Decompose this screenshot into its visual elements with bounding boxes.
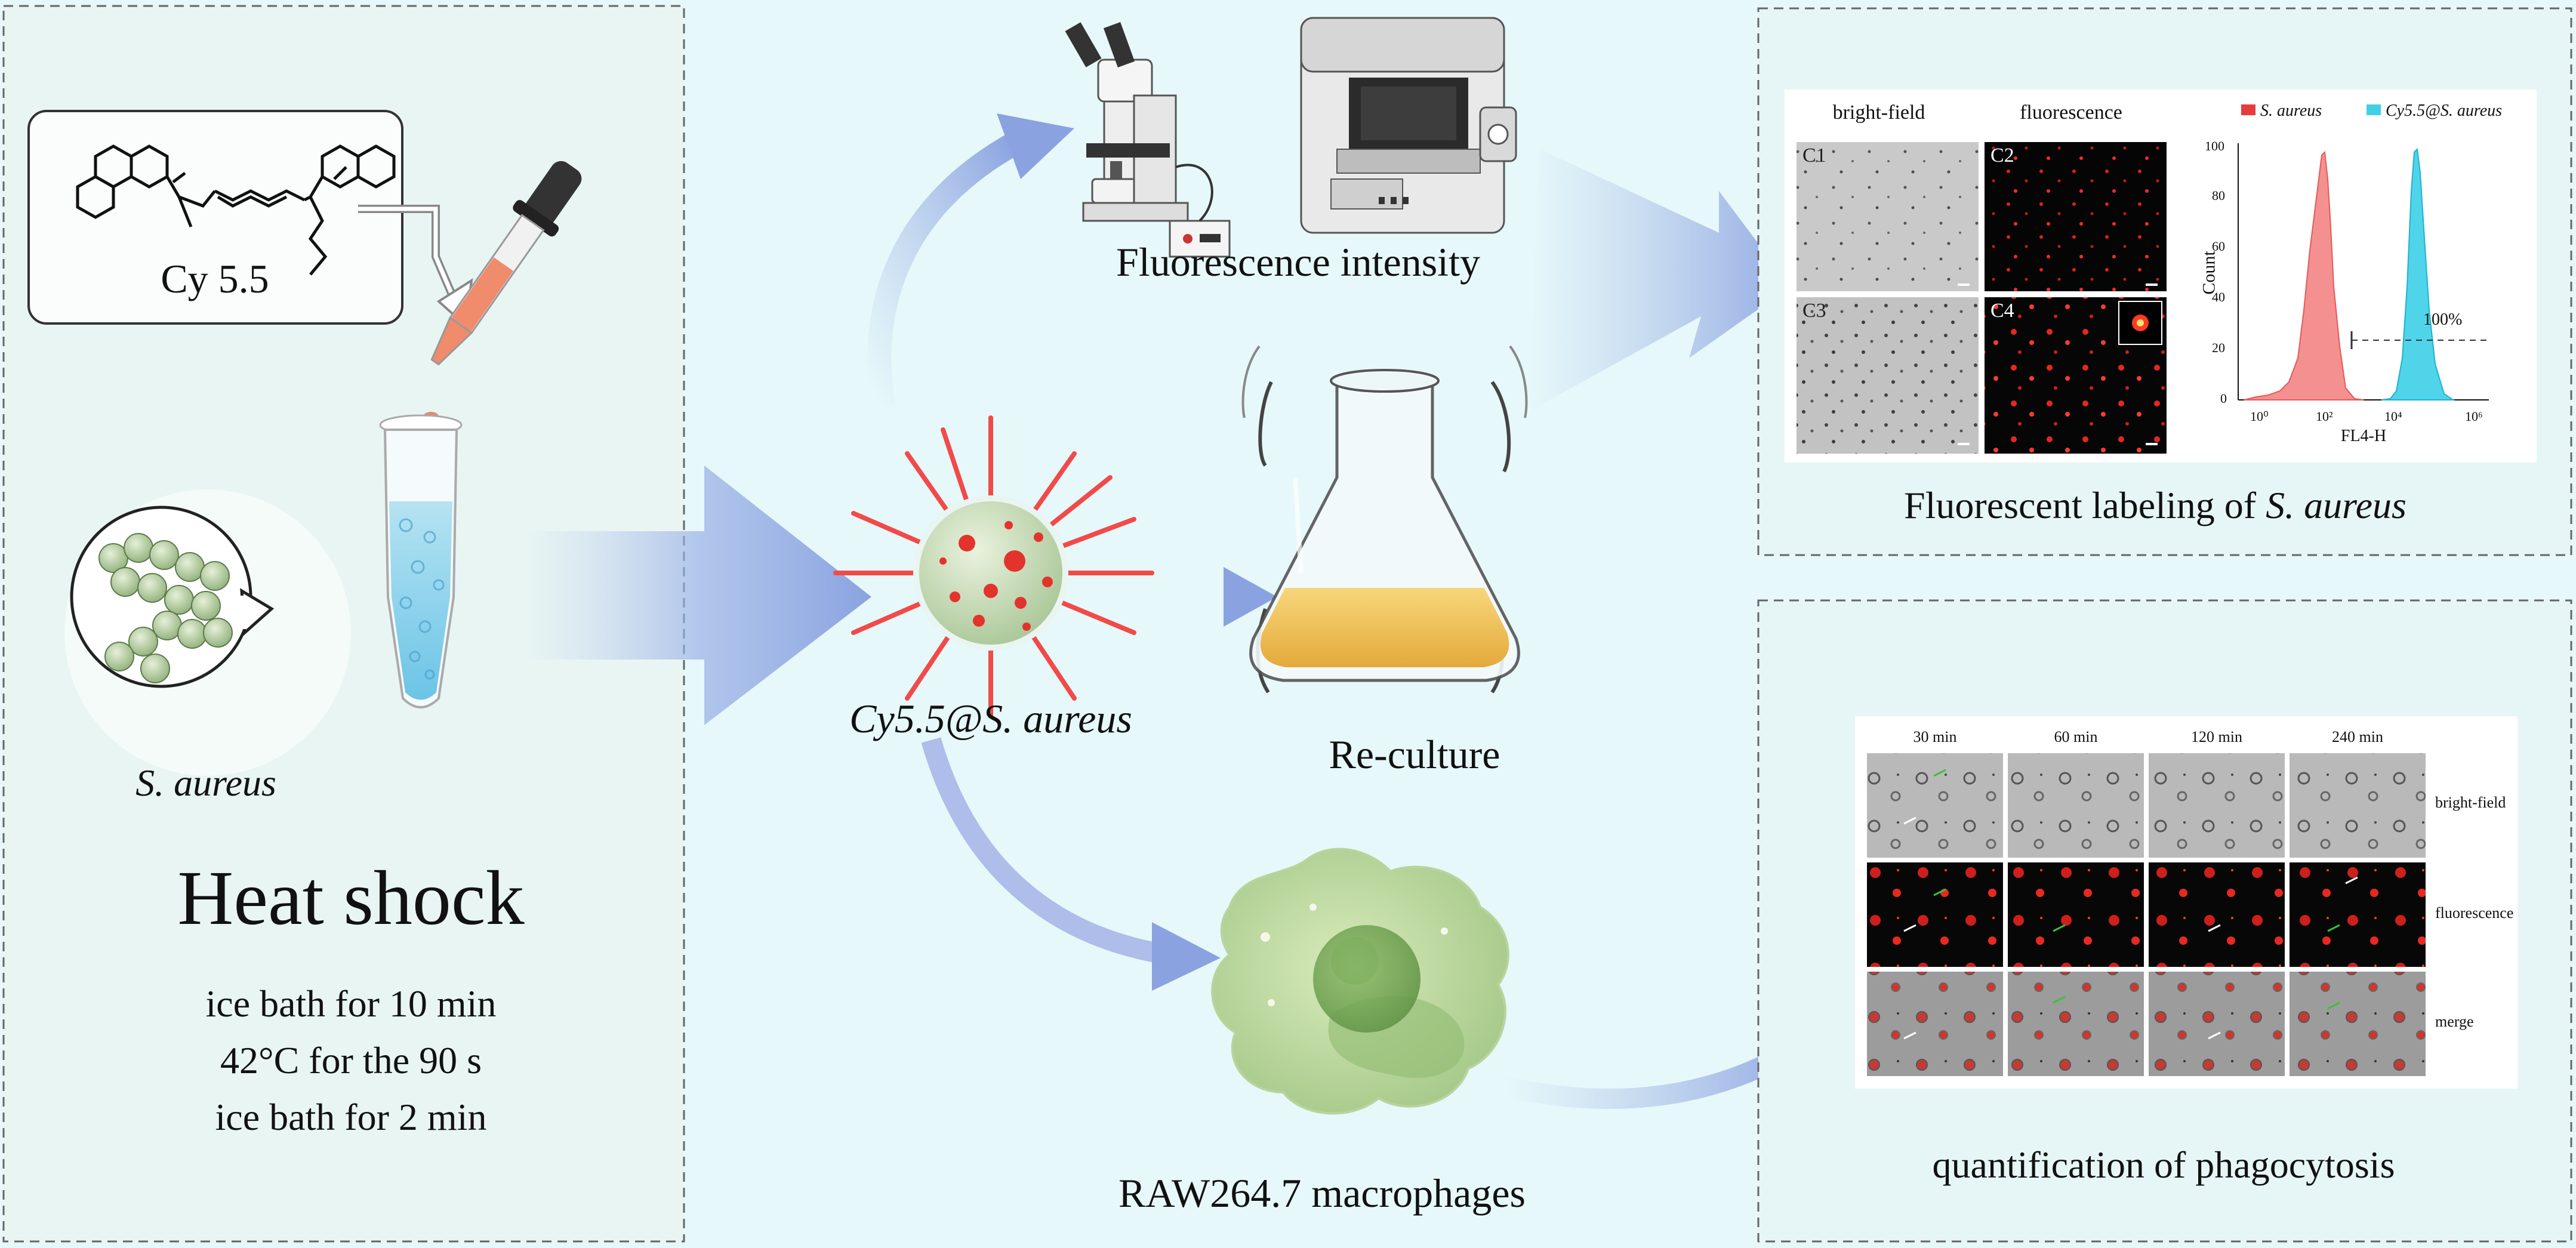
tile-c1-brightfield — [1797, 142, 1979, 291]
arrow-to-macrophage — [921, 737, 1172, 965]
hist-gate-label: 100% — [2423, 310, 2463, 329]
hist-y-tick-80: 80 — [2212, 188, 2225, 203]
microscope-icon — [1065, 21, 1231, 258]
legend-label-labeled: Cy5.5@S. aureus — [2386, 101, 2503, 120]
hist-y-label: Count — [2199, 251, 2219, 295]
time-header-30: 30 min — [1913, 728, 1957, 745]
hist-x-tick-6: 10⁶ — [2465, 409, 2483, 424]
bacteria-bubble — [64, 489, 351, 776]
tile-label-c1: C1 — [1802, 144, 1826, 167]
arrow-to-labeling — [1528, 149, 1791, 412]
heat-shock-title: Heat shock — [177, 855, 525, 941]
dye-structure-box — [27, 110, 403, 325]
hist-x-tick-0: 10⁰ — [2250, 409, 2269, 424]
culture-flask-icon — [1241, 345, 1528, 694]
heat-shock-step-3: ice bath for 2 min — [215, 1096, 487, 1138]
hist-y-tick-60: 60 — [2212, 239, 2225, 254]
microtube-icon — [379, 414, 463, 708]
tile-c2-fluorescence — [1985, 142, 2167, 291]
row-label-brightfield: bright-field — [2435, 794, 2506, 811]
legend-label-unlabeled: S. aureus — [2260, 101, 2322, 120]
hist-y-tick-40: 40 — [2212, 289, 2225, 304]
col-header-fluorescence: fluorescence — [2020, 101, 2122, 124]
labeling-caption: Fluorescent labeling of S. aureus — [1904, 483, 2406, 528]
labeled-bacterium-icon — [833, 415, 1154, 719]
legend-swatch-unlabeled — [2241, 104, 2255, 115]
col-header-brightfield: bright-field — [1832, 101, 1925, 124]
row-label-fluorescence: fluorescence — [2435, 904, 2514, 922]
cy55-structure-icon — [76, 144, 396, 276]
heat-shock-step-2: 42°C for the 90 s — [220, 1039, 482, 1081]
hist-y-tick-0: 0 — [2220, 391, 2227, 406]
dye-label: Cy 5.5 — [161, 256, 269, 301]
labeled-bacteria-label: Cy5.5@S. aureus — [849, 696, 1132, 741]
labeling-caption-prefix: Fluorescent labeling of — [1904, 484, 2266, 526]
bacteria-label: S. aureus — [135, 762, 276, 804]
arrow-to-microscope — [867, 132, 1021, 408]
reculture-label: Re-culture — [1329, 732, 1500, 777]
hist-unlabeled-peak — [2244, 150, 2364, 400]
time-header-120: 120 min — [2191, 728, 2242, 745]
hist-y-tick-20: 20 — [2212, 340, 2225, 355]
staphylococcus-icon — [98, 533, 233, 683]
tile-c3-brightfield — [1797, 297, 1979, 454]
macrophage-icon — [1211, 848, 1509, 1115]
time-header-60: 60 min — [2054, 728, 2098, 745]
legend-swatch-labeled — [2367, 104, 2381, 115]
tile-label-c4: C4 — [1990, 300, 2014, 322]
phagocytosis-caption: quantification of phagocytosis — [1932, 1144, 2395, 1186]
time-header-240: 240 min — [2332, 728, 2383, 745]
tile-label-c3: C3 — [1802, 300, 1826, 322]
heat-shock-step-1: ice bath for 10 min — [205, 982, 497, 1025]
hist-x-tick-4: 10⁴ — [2384, 409, 2402, 424]
row-label-merge: merge — [2435, 1013, 2474, 1030]
labeling-caption-species: S. aureus — [2266, 484, 2406, 526]
macrophage-label: RAW264.7 macrophages — [1118, 1170, 1526, 1216]
tile-label-c2: C2 — [1990, 144, 2014, 167]
phagocytosis-image-grid — [1867, 753, 2426, 1076]
hist-x-label: FL4-H — [2340, 427, 2387, 445]
hist-x-tick-2: 10² — [2316, 409, 2333, 424]
hist-labeled-peak — [2381, 147, 2455, 400]
main-flow-arrow — [525, 466, 871, 725]
pipette-icon — [430, 161, 582, 366]
hist-y-tick-100: 100 — [2205, 138, 2224, 153]
histogram-chart — [2238, 104, 2489, 400]
fluorescence-intensity-label: Fluorescence intensity — [1116, 239, 1480, 285]
plate-reader-icon — [1300, 17, 1517, 234]
